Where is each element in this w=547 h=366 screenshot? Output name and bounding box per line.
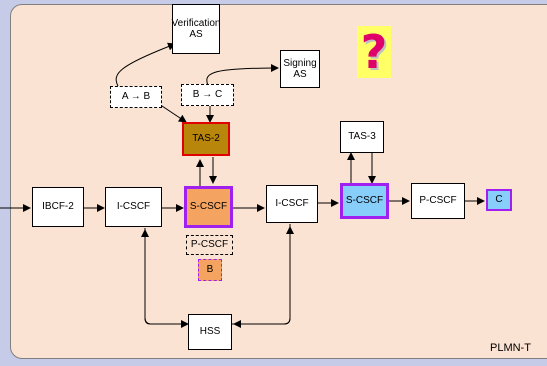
ibcf2-node: IBCF-2 — [32, 187, 84, 227]
verification-as-node: Verification AS — [172, 4, 220, 54]
verification-as-label: Verification AS — [171, 17, 221, 41]
signing-as-node: Signing AS — [280, 50, 320, 88]
b-node: B — [198, 259, 222, 281]
scscf-2-label: S-CSCF — [345, 195, 384, 207]
ibcf2-label: IBCF-2 — [42, 201, 74, 213]
a-to-b-to-verification-arrow — [115, 42, 176, 87]
icscf2-to-hss-arrow — [233, 224, 291, 328]
hss-label: HSS — [199, 326, 221, 338]
b-to-c-label: B → C — [192, 89, 223, 101]
scscf-2-node: S-CSCF — [340, 183, 389, 219]
icscf-to-hss-arrow — [144, 228, 189, 328]
tas2-label: TAS-2 — [192, 133, 220, 145]
question-mark-icon: ? — [357, 26, 391, 78]
pcscf-mid-label: P-CSCF — [190, 239, 229, 251]
icscf-1-node: I-CSCF — [105, 187, 162, 227]
icscf-1-label: I-CSCF — [116, 201, 151, 213]
network-label: PLMN-T — [490, 340, 547, 356]
b-to-c-box: B → C — [181, 84, 234, 106]
tas3-node: TAS-3 — [340, 121, 384, 153]
icscf-2-label: I-CSCF — [275, 198, 309, 210]
scscf-1-label: S-CSCF — [189, 201, 228, 213]
pcscf-right-label: P-CSCF — [419, 195, 457, 207]
hss-to-icscf-arrow — [141, 229, 190, 325]
pcscf-right-node: P-CSCF — [411, 183, 465, 219]
c-label: C — [495, 194, 503, 206]
question-mark-glyph: ? — [360, 25, 388, 79]
hss-node: HSS — [188, 314, 232, 350]
a-to-b-label: A → B — [121, 91, 151, 103]
hss-to-icscf2-arrow — [232, 226, 294, 325]
c-node: C — [486, 189, 512, 211]
b-to-c-to-signing-arrow — [206, 64, 279, 87]
scscf-1-node: S-CSCF — [184, 186, 233, 228]
tas2-node: TAS-2 — [182, 122, 230, 156]
pcscf-mid-node: P-CSCF — [186, 235, 233, 255]
plmn-t-domain — [10, 4, 547, 359]
icscf-2-node: I-CSCF — [266, 185, 318, 223]
tas3-label: TAS-3 — [348, 131, 376, 143]
network-label-text: PLMN-T — [490, 341, 531, 354]
b-label: B — [206, 264, 214, 276]
a-to-b-box: A → B — [110, 86, 162, 108]
signing-as-label: Signing AS — [283, 57, 317, 81]
